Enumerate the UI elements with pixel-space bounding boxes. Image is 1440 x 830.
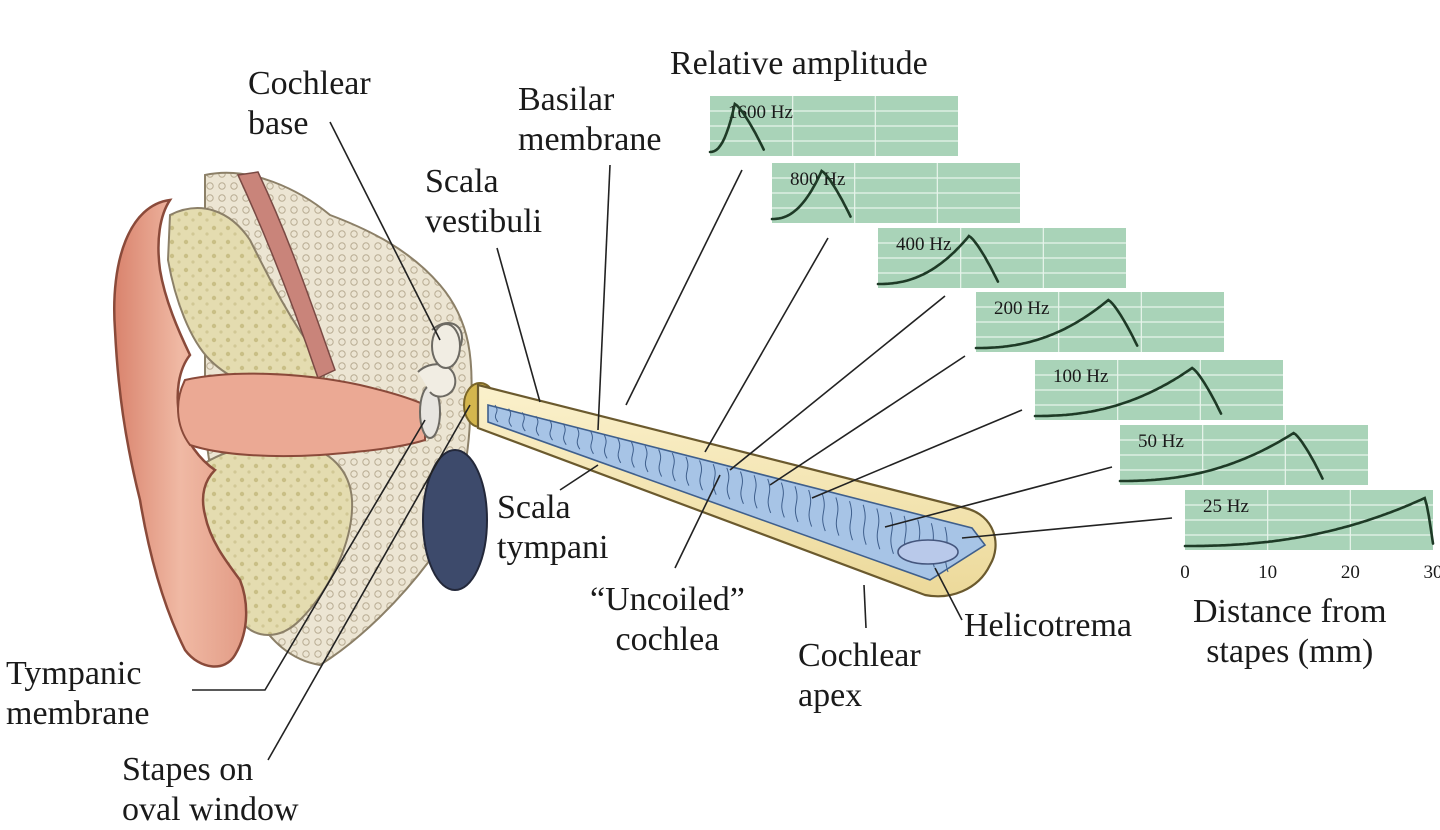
- label-uncoiled-cochlea: “Uncoiled” cochlea: [590, 580, 745, 660]
- label-cochlear-apex: Cochlear apex: [798, 636, 921, 716]
- label-tympanic-line1: Tympanic: [6, 654, 150, 694]
- helicotrema-opening: [898, 540, 958, 564]
- label-cochlear-base-line2: base: [248, 104, 371, 144]
- label-uncoiled-line1: “Uncoiled”: [590, 580, 745, 620]
- panel-100hz: 100 Hz: [1035, 360, 1283, 420]
- label-basilar-line1: Basilar: [518, 80, 662, 120]
- label-stapes-line2: oval window: [122, 790, 299, 830]
- label-distance-axis: Distance from stapes (mm): [1193, 592, 1387, 672]
- panel-frequency-label: 100 Hz: [1053, 366, 1108, 387]
- leader-basilar-membrane: [598, 165, 610, 430]
- panel-frequency-label: 200 Hz: [994, 298, 1049, 319]
- label-tympanic-membrane: Tympanic membrane: [6, 654, 150, 734]
- label-tympani-line2: tympani: [497, 528, 608, 568]
- label-distance-line2: stapes (mm): [1193, 632, 1387, 672]
- label-relative-amplitude: Relative amplitude: [670, 44, 928, 84]
- label-tympanic-line2: membrane: [6, 694, 150, 734]
- panel-frequency-label: 50 Hz: [1138, 431, 1184, 452]
- panel-200hz: 200 Hz: [976, 292, 1224, 352]
- leader-25: [962, 518, 1172, 538]
- label-apex-line1: Cochlear: [798, 636, 921, 676]
- label-helicotrema: Helicotrema: [964, 606, 1132, 646]
- label-vestibuli-line2: vestibuli: [425, 202, 542, 242]
- label-cochlear-base-line1: Cochlear: [248, 64, 371, 104]
- leader-100: [812, 410, 1022, 498]
- label-vestibuli-line1: Scala: [425, 162, 542, 202]
- label-apex-line2: apex: [798, 676, 921, 716]
- label-basilar-line2: membrane: [518, 120, 662, 160]
- leader-800: [705, 238, 828, 452]
- label-basilar-membrane: Basilar membrane: [518, 80, 662, 160]
- leader-1600: [626, 170, 742, 405]
- label-scala-tympani: Scala tympani: [497, 488, 608, 568]
- x-tick-label: 10: [1258, 562, 1277, 583]
- panel-400hz: 400 Hz: [878, 228, 1126, 288]
- panel-50hz: 50 Hz: [1120, 425, 1368, 485]
- leader-cochlear-apex: [864, 585, 866, 628]
- label-distance-line1: Distance from: [1193, 592, 1387, 632]
- panel-frequency-label: 25 Hz: [1203, 496, 1249, 517]
- leader-200: [770, 356, 965, 485]
- distance-axis-ticks: 0 10 20 30: [1180, 562, 1440, 583]
- label-uncoiled-line2: cochlea: [590, 620, 745, 660]
- panel-800hz: 800 Hz: [772, 163, 1020, 223]
- label-stapes-line1: Stapes on: [122, 750, 299, 790]
- label-stapes-oval-window: Stapes on oval window: [122, 750, 299, 830]
- label-scala-vestibuli: Scala vestibuli: [425, 162, 542, 242]
- x-tick-label: 30: [1424, 562, 1440, 583]
- leader-400: [730, 296, 945, 470]
- x-tick-label: 0: [1180, 562, 1190, 583]
- panel-frequency-label: 400 Hz: [896, 234, 951, 255]
- ear-illustration: [114, 172, 496, 666]
- panel-25hz: 25 Hz: [1185, 490, 1433, 550]
- label-tympani-line1: Scala: [497, 488, 608, 528]
- leader-scala-vestibuli: [497, 248, 540, 402]
- label-cochlear-base: Cochlear base: [248, 64, 371, 144]
- x-tick-label: 20: [1341, 562, 1360, 583]
- panel-1600hz: 1600 Hz: [710, 96, 958, 156]
- leader-scala-tympani: [560, 465, 598, 490]
